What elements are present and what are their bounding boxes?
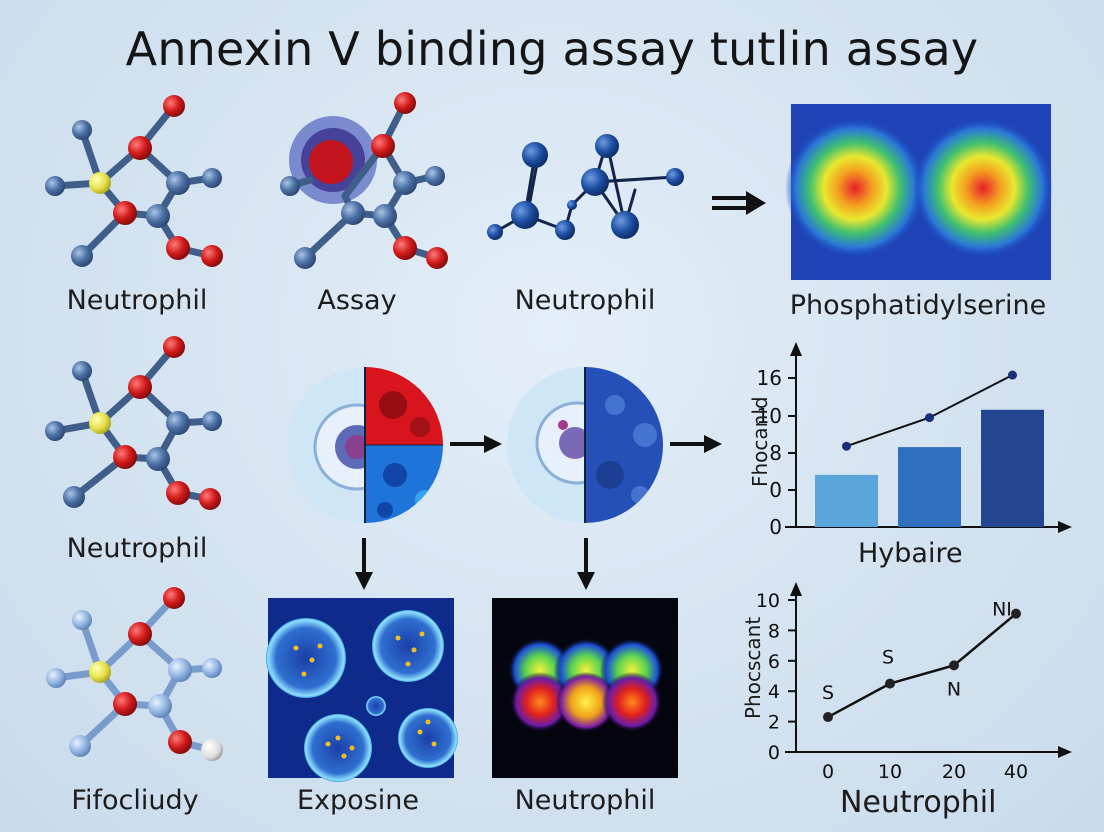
line-xtick-label-2: 10 [878,761,902,783]
molecule-5-label: Fifocliudy [71,785,199,816]
line-point-label-1: S [822,682,834,704]
bar-chart-xlabel: Hybaire [858,538,963,569]
line-point-label-2: S [882,647,894,669]
line-point-3 [949,660,959,671]
image-2-label: Neutrophil [514,785,656,816]
bar-1 [815,474,878,527]
line-ytick-label-6: 0 [768,742,780,764]
molecule-1 [45,95,223,267]
line-ytick-label-2: 8 [768,620,780,642]
molecule-4-label: Neutrophil [66,533,208,564]
line-ytick-label-1: 10 [756,590,780,612]
bar-overlay-point-3 [1008,370,1017,380]
arrow-right-icon-2 [670,435,722,453]
arrow-right-icon [450,435,502,453]
arrow-down-icon [355,538,373,590]
page-title: Annexin V binding assay tutlin assay [125,22,979,76]
line-chart-axes [785,582,1072,758]
line-point-1 [823,712,833,723]
line-xtick-label-3: 20 [942,761,966,783]
fluorescence-image [492,598,678,778]
heatmap-1-label: Phosphatidylserine [789,290,1047,321]
bar-ytick-label-3: 8 [769,441,782,465]
molecule-3 [487,134,684,240]
line-xtick-label-1: 0 [822,761,834,783]
bar-ytick-label-5: 0 [769,515,782,539]
bar-overlay-point-2 [925,413,934,423]
bar-overlay-point-1 [842,441,851,451]
bar-chart: 16 10 8 0 0 Fhocanld Hybaire [730,340,1090,590]
molecule-4 [45,336,222,510]
bar-2 [898,447,961,527]
bar-chart-ylabel: Fhocanld [748,396,772,487]
line-series [827,612,1017,719]
bar-ytick-label-2: 10 [757,404,782,428]
line-point-label-4: NI [992,599,1012,621]
bar-3 [981,409,1044,527]
cell-microscopy-image [266,598,458,782]
bar-ytick-label-4: 0 [769,478,782,502]
line-ytick-label-3: 6 [768,651,780,673]
line-ytick-label-4: 4 [768,681,780,703]
line-xtick-label-4: 40 [1004,761,1028,783]
image-1-label: Exposine [297,785,419,816]
phosphatidylserine-heatmap [785,104,1053,280]
line-point-label-3: N [947,678,961,700]
molecule-3-label: Neutrophil [514,285,656,316]
bar-chart-svg: 16 10 8 0 0 [757,342,1072,539]
cell-quadrant-image-2 [507,367,663,523]
arrow-down-icon-2 [577,538,595,590]
double-arrow-icon [712,191,766,215]
line-point-2 [885,678,895,689]
cell-quadrant-image-1 [287,367,443,523]
line-point-4 [1011,608,1021,619]
molecule-2 [280,92,448,269]
line-chart-ylabel: Phocscant [741,616,765,719]
molecule-2-label: Assay [317,285,397,316]
molecule-1-label: Neutrophil [66,285,208,316]
line-chart-xlabel: Neutrophil [840,785,997,820]
molecule-5 [46,587,223,761]
line-ytick-label-5: 2 [768,712,780,734]
bar-ytick-label-1: 16 [757,366,782,390]
